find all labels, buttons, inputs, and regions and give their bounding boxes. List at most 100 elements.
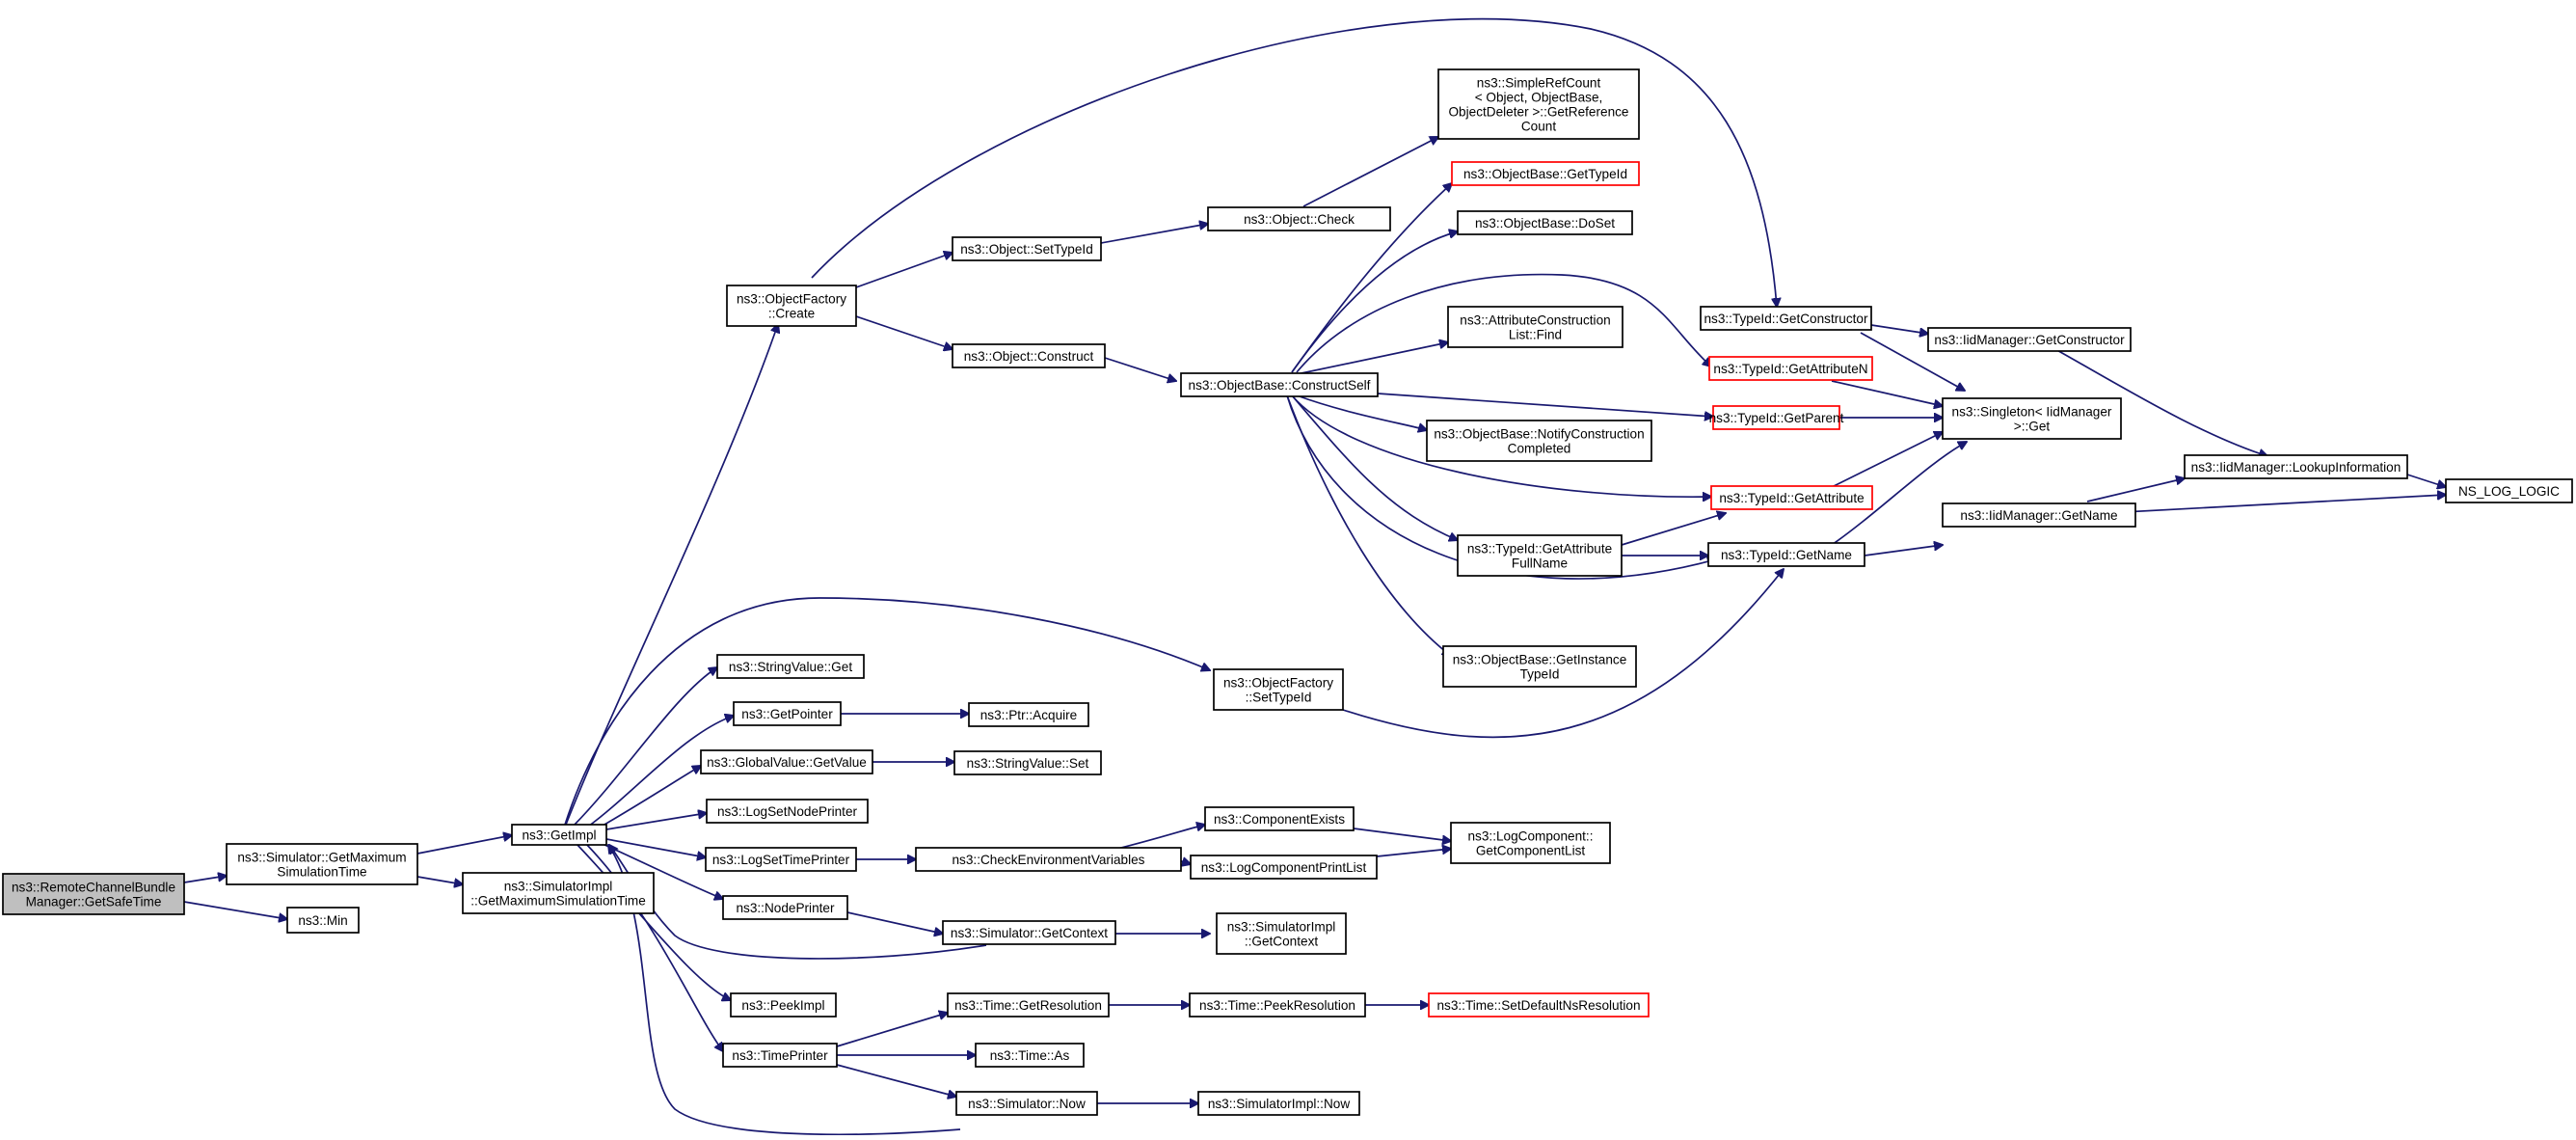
node-tid-getparent[interactable]: ns3::TypeId::GetParent: [1709, 405, 1844, 430]
node-label-line: ::SetTypeId: [1246, 691, 1312, 705]
edge-constructself-notify: [1296, 394, 1427, 430]
node-time-setdefault[interactable]: ns3::Time::SetDefaultNsResolution: [1428, 992, 1650, 1018]
node-getpointer[interactable]: ns3::GetPointer: [733, 701, 842, 726]
node-box: [1700, 306, 1872, 331]
node-object-settypeid[interactable]: ns3::Object::SetTypeId: [952, 236, 1102, 261]
node-box: [286, 907, 360, 934]
node-ns-log-logic[interactable]: NS_LOG_LOGIC: [2445, 478, 2573, 503]
node-label-line: Manager::GetSafeTime: [26, 895, 162, 909]
node-timeprinter[interactable]: ns3::TimePrinter: [722, 1043, 838, 1068]
node-box: [915, 847, 1182, 872]
node-label-line: ns3::GlobalValue::GetValue: [707, 755, 867, 770]
node-iidmanager-getconstructor[interactable]: ns3::IidManager::GetConstructor: [1927, 327, 2132, 352]
node-box: [947, 992, 1110, 1018]
node-globalvalue-getvalue[interactable]: ns3::GlobalValue::GetValue: [700, 749, 873, 774]
node-label-line: >::Get: [2014, 420, 2051, 434]
node-box: [1426, 420, 1652, 462]
node-time-as[interactable]: ns3::Time::As: [975, 1043, 1085, 1068]
node-label-line: ns3::SimulatorImpl: [504, 880, 613, 894]
node-label-line: TypeId: [1520, 667, 1560, 682]
node-label-line: ns3::Min: [298, 913, 347, 928]
node-label-line: ObjectDeleter >::GetReference: [1448, 105, 1628, 120]
node-sim-getcontext[interactable]: ns3::Simulator::GetContext: [942, 920, 1116, 945]
node-checkenv[interactable]: ns3::CheckEnvironmentVariables: [915, 847, 1182, 872]
edge-ofsettypeid-getname: [1342, 569, 1784, 739]
node-ob-doset[interactable]: ns3::ObjectBase::DoSet: [1457, 210, 1633, 235]
node-box: [1437, 68, 1640, 140]
node-label-line: ns3::CheckEnvironmentVariables: [953, 853, 1145, 867]
node-simplerefcount[interactable]: ns3::SimpleRefCount< Object, ObjectBase,…: [1437, 68, 1640, 140]
node-label-line: ns3::TypeId::GetAttributeN: [1713, 362, 1867, 376]
node-simimpl-getmax[interactable]: ns3::SimulatorImpl::GetMaximumSimulation…: [462, 872, 655, 914]
node-box: [1428, 992, 1650, 1018]
edge-constructself-getattribute: [1291, 394, 1711, 497]
edge-ofcreate-getconstructor: [811, 17, 1777, 307]
node-root[interactable]: ns3::RemoteChannelBundleManager::GetSafe…: [2, 873, 185, 915]
node-componentexists[interactable]: ns3::ComponentExists: [1204, 806, 1355, 831]
node-time-peekres[interactable]: ns3::Time::PeekResolution: [1189, 992, 1366, 1018]
node-ob-gettypeid[interactable]: ns3::ObjectBase::GetTypeId: [1451, 161, 1640, 186]
node-label-line: FullName: [1512, 556, 1568, 571]
node-box: [700, 749, 873, 774]
node-box: [705, 847, 857, 872]
node-box: [968, 702, 1089, 727]
node-getmax[interactable]: ns3::Simulator::GetMaximumSimulationTime: [226, 843, 418, 885]
node-box: [1707, 542, 1865, 567]
node-tid-getconstructor[interactable]: ns3::TypeId::GetConstructor: [1700, 306, 1872, 331]
node-ob-notify[interactable]: ns3::ObjectBase::NotifyConstructionCompl…: [1426, 420, 1652, 462]
node-simimpl-getcontext[interactable]: ns3::SimulatorImpl::GetContext: [1216, 912, 1347, 955]
node-stringvalue-get[interactable]: ns3::StringValue::Get: [716, 654, 865, 679]
node-of-settypeid[interactable]: ns3::ObjectFactory::SetTypeId: [1213, 668, 1344, 711]
node-box: [716, 654, 865, 679]
edge-getmax-getimpl: [416, 835, 512, 855]
node-singleton-get[interactable]: ns3::Singleton< IidManager>::Get: [1942, 397, 2122, 440]
node-label-line: ns3::ObjectBase::NotifyConstruction: [1434, 427, 1644, 442]
node-tid-getattributen[interactable]: ns3::TypeId::GetAttributeN: [1708, 356, 1873, 381]
edge-getimpl-ofcreate: [565, 324, 778, 826]
node-box: [1457, 534, 1623, 577]
node-label-line: ns3::TypeId::GetAttribute: [1719, 491, 1864, 505]
node-object-check[interactable]: ns3::Object::Check: [1207, 206, 1391, 231]
edge-root-getmax: [183, 876, 227, 883]
node-label-line: ns3::LogSetNodePrinter: [717, 804, 858, 819]
node-label-line: ns3::Object::SetTypeId: [960, 242, 1093, 257]
node-stringvalue-set[interactable]: ns3::StringValue::Set: [953, 750, 1102, 775]
node-min[interactable]: ns3::Min: [286, 907, 360, 934]
node-iidmanager-getname[interactable]: ns3::IidManager::GetName: [1942, 502, 2136, 528]
node-ob-constructself[interactable]: ns3::ObjectBase::ConstructSelf: [1180, 372, 1379, 397]
edge-getattributen-singleton: [1831, 380, 1943, 406]
node-label-line: ns3::Time::GetResolution: [954, 998, 1102, 1013]
node-nodeprinter[interactable]: ns3::NodePrinter: [722, 895, 848, 920]
node-iidmanager-lookup[interactable]: ns3::IidManager::LookupInformation: [2184, 454, 2408, 479]
node-logsetnodeprinter[interactable]: ns3::LogSetNodePrinter: [706, 799, 869, 824]
node-simimpl-now[interactable]: ns3::SimulatorImpl::Now: [1197, 1091, 1360, 1116]
node-peekimpl[interactable]: ns3::PeekImpl: [730, 992, 837, 1018]
node-object-construct[interactable]: ns3::Object::Construct: [952, 343, 1106, 368]
node-logcomponentprintlist[interactable]: ns3::LogComponentPrintList: [1190, 855, 1378, 880]
edge-getmax-simimpl: [416, 876, 463, 884]
node-ptr-acquire[interactable]: ns3::Ptr::Acquire: [968, 702, 1089, 727]
edge-getimpl-globalvalue: [597, 766, 701, 829]
node-logcomponent-getlist[interactable]: ns3::LogComponent::GetComponentList: [1450, 822, 1611, 864]
node-box: [1710, 485, 1873, 510]
node-getimpl[interactable]: ns3::GetImpl: [511, 824, 607, 846]
node-box: [733, 701, 842, 726]
node-logsettimeprinter[interactable]: ns3::LogSetTimePrinter: [705, 847, 857, 872]
node-box: [1451, 161, 1640, 186]
edge-nodeprinter-getcontext: [846, 911, 943, 934]
node-label-line: ns3::Simulator::GetMaximum: [237, 851, 406, 865]
node-label-line: ns3::Time::PeekResolution: [1199, 998, 1355, 1013]
edge-iidgetname-nslog: [2086, 495, 2446, 515]
node-tid-getattribute[interactable]: ns3::TypeId::GetAttribute: [1710, 485, 1873, 510]
node-label-line: ns3::LogComponent::: [1468, 829, 1594, 844]
node-time-getres[interactable]: ns3::Time::GetResolution: [947, 992, 1110, 1018]
node-box: [1180, 372, 1379, 397]
node-sim-now[interactable]: ns3::Simulator::Now: [955, 1091, 1098, 1116]
node-of-create[interactable]: ns3::ObjectFactory::Create: [726, 285, 857, 327]
node-tid-getname[interactable]: ns3::TypeId::GetName: [1707, 542, 1865, 567]
edge-logprintlist-getlist: [1376, 849, 1451, 857]
node-box: [1197, 1091, 1360, 1116]
